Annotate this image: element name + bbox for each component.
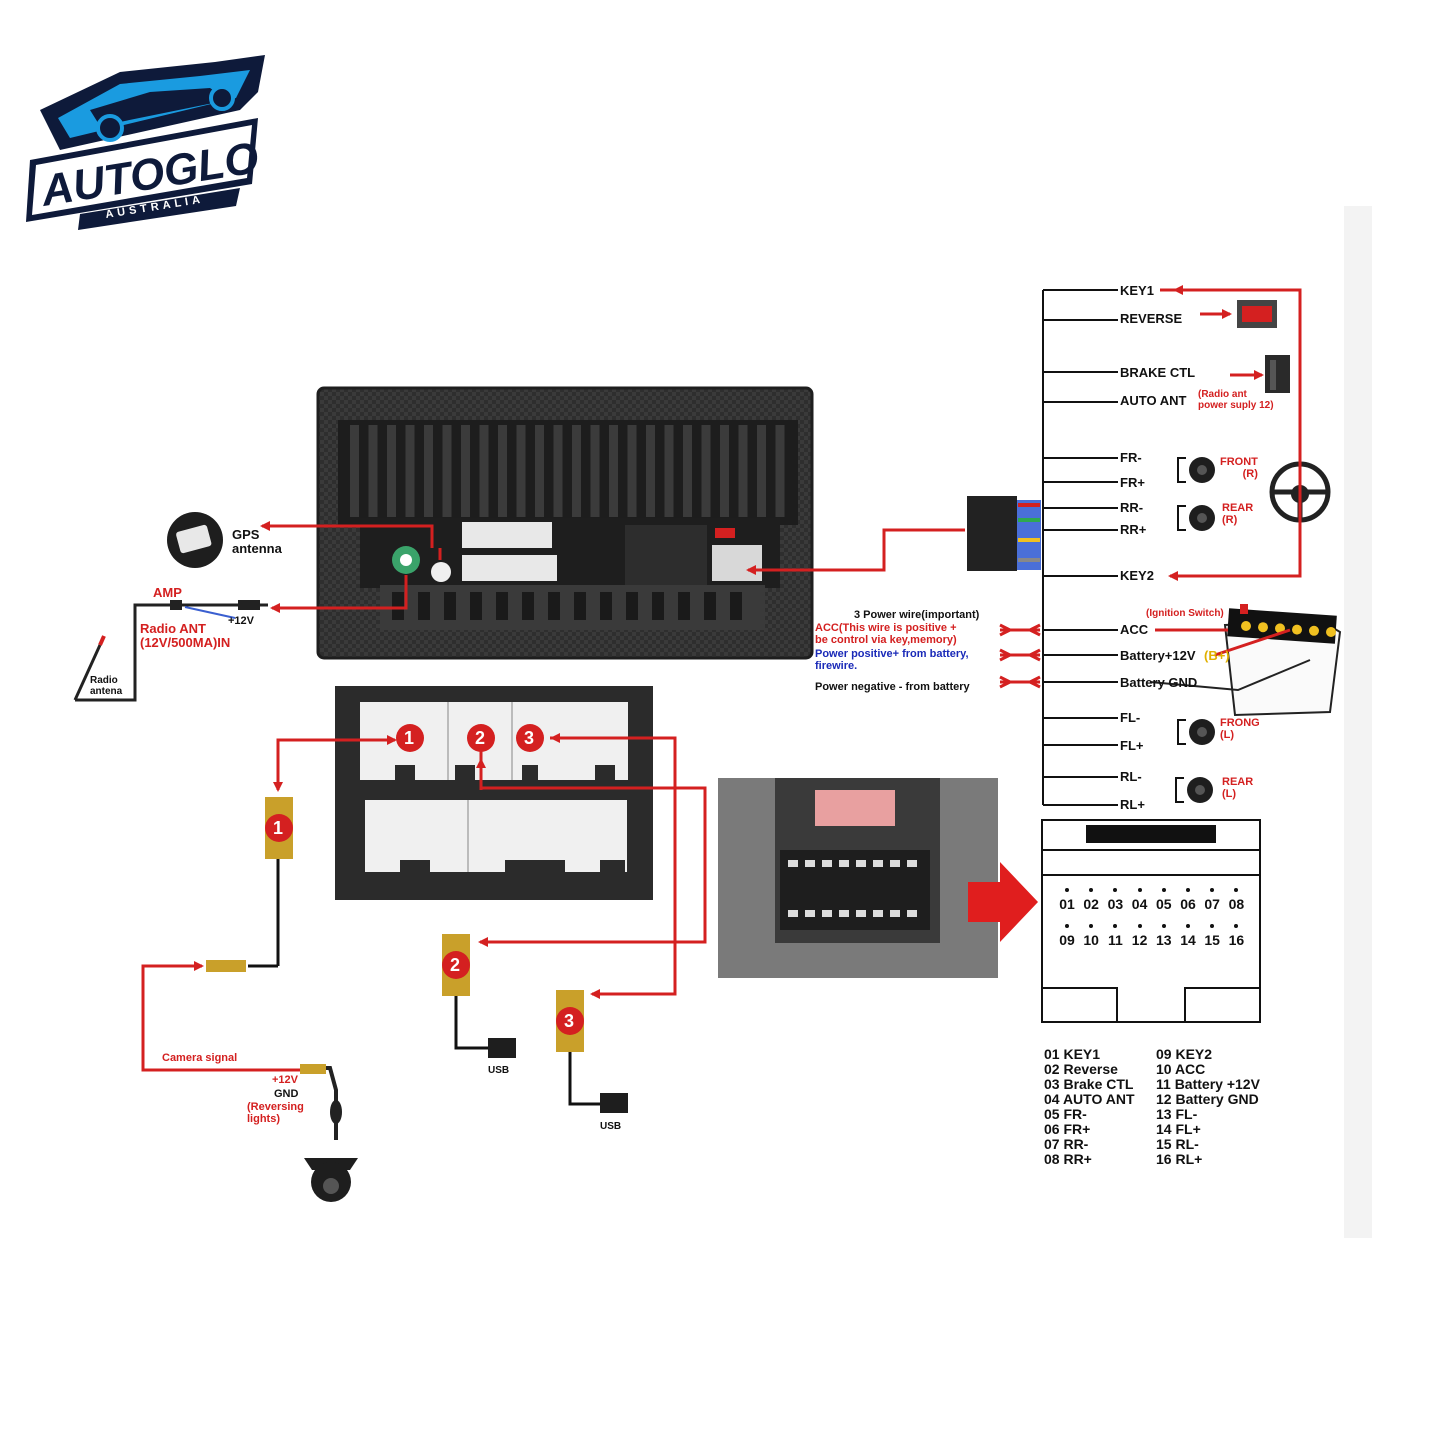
- legend-16: 16 RL+: [1156, 1151, 1203, 1167]
- negative-note: Power negative - from battery: [815, 681, 970, 693]
- wire-fl-minus: FL-: [1120, 710, 1141, 725]
- badges: [265, 724, 584, 1035]
- red-routes-left: [260, 521, 442, 613]
- speaker-rear-r-label: REAR (R): [1222, 502, 1254, 526]
- pin-04: 04: [1129, 888, 1151, 912]
- speaker-front-r-label: FRONT (R): [1220, 456, 1258, 480]
- wire-rl-minus: RL-: [1120, 769, 1142, 784]
- pin-14: 14: [1177, 924, 1199, 948]
- amp-12v-label: +12V: [228, 615, 254, 627]
- badge-1-plug: 1: [273, 818, 284, 838]
- pin-12: 12: [1129, 924, 1151, 948]
- speaker-icons: [1175, 457, 1215, 803]
- speaker-front-l-label: FRONG (L): [1220, 717, 1260, 741]
- badge-3-top: 3: [524, 728, 535, 748]
- big-red-arrow: [968, 862, 1038, 942]
- auto-ant-note: (Radio ant power suply 12): [1198, 389, 1274, 411]
- ground-line: [1149, 659, 1311, 692]
- battery-icon: [1223, 604, 1342, 717]
- wire-fr-plus: FR+: [1120, 475, 1145, 490]
- badge-2-top: 2: [475, 728, 486, 748]
- wire-reverse: REVERSE: [1120, 311, 1183, 326]
- legend-right: 09 KEY2 10 ACC 11 Battery +12V 12 Batter…: [1156, 1047, 1260, 1167]
- legend-14: 14 FL+: [1156, 1121, 1201, 1137]
- wire-fl-plus: FL+: [1120, 738, 1144, 753]
- connector-panel: [335, 686, 653, 900]
- gps-antenna: [167, 512, 223, 568]
- legend-06: 06 FR+: [1044, 1121, 1091, 1137]
- red-routes-right: [746, 285, 1302, 689]
- wire-gnd: Battery GND: [1120, 675, 1198, 690]
- legend-08: 08 RR+: [1044, 1151, 1092, 1167]
- pin-11: 11: [1104, 924, 1126, 948]
- wire-battery-b: (B+): [1204, 648, 1230, 663]
- badge-3-plug: 3: [564, 1011, 575, 1031]
- pin-10: 10: [1080, 924, 1102, 948]
- positive-note: Power positive+ from battery, firewire.: [815, 648, 969, 672]
- power-title: 3 Power wire(important): [854, 609, 980, 621]
- connector-photo: [718, 778, 998, 978]
- legend-01: 01 KEY1: [1044, 1046, 1101, 1062]
- wire-key1: KEY1: [1120, 283, 1154, 298]
- legend-07: 07 RR-: [1044, 1136, 1089, 1152]
- wire-rr-plus: RR+: [1120, 522, 1147, 537]
- pin-07: 07: [1201, 888, 1223, 912]
- acc-note: ACC(This wire is positive + be control v…: [815, 622, 957, 646]
- usb-label-3: USB: [600, 1121, 622, 1132]
- pin-13: 13: [1153, 924, 1175, 948]
- camera-signal-label: Camera signal: [162, 1052, 238, 1064]
- wire-battery: Battery+12V: [1120, 648, 1196, 663]
- badge-2-plug: 2: [450, 955, 461, 975]
- badge-1-top: 1: [404, 728, 415, 748]
- wire-fr-minus: FR-: [1120, 450, 1142, 465]
- wire-auto-ant: AUTO ANT: [1120, 393, 1187, 408]
- speaker-rear-l-label: REAR (L): [1222, 776, 1254, 800]
- harness-connector: [967, 496, 1041, 571]
- legend-15: 15 RL-: [1156, 1136, 1199, 1152]
- brake-lever-icon: [1265, 355, 1290, 393]
- reversing-lights-label: (Reversing lights): [247, 1101, 304, 1125]
- pin-09: 09: [1056, 924, 1078, 948]
- legend-left: 01 KEY1 02 Reverse 03 Brake CTL 04 AUTO …: [1044, 1047, 1135, 1167]
- amp-cable: [73, 600, 268, 702]
- pin-05: 05: [1153, 888, 1175, 912]
- wire-acc: ACC: [1120, 622, 1149, 637]
- edge-strip: [1344, 206, 1372, 1238]
- legend-10: 10 ACC: [1156, 1061, 1206, 1077]
- pin-01: 01: [1056, 888, 1078, 912]
- legend-12: 12 Battery GND: [1156, 1091, 1259, 1107]
- pin-15: 15: [1201, 924, 1223, 948]
- legend-09: 09 KEY2: [1156, 1046, 1213, 1062]
- head-unit: [316, 386, 814, 660]
- pin-03: 03: [1104, 888, 1126, 912]
- legend-13: 13 FL-: [1156, 1106, 1198, 1122]
- camera-12v-label: +12V: [272, 1074, 298, 1086]
- ignition-label: (Ignition Switch): [1146, 608, 1224, 619]
- gps-antenna-label: GPS antenna: [232, 527, 282, 556]
- pin-06: 06: [1177, 888, 1199, 912]
- legend-02: 02 Reverse: [1044, 1061, 1118, 1077]
- autoglo-logo: AUTOGLO AUSTRALIA: [26, 55, 265, 230]
- legend-11: 11 Battery +12V: [1156, 1076, 1260, 1092]
- wire-tree: [1042, 289, 1118, 806]
- legend-04: 04 AUTO ANT: [1044, 1091, 1135, 1107]
- wire-rl-plus: RL+: [1120, 797, 1145, 812]
- wire-key2: KEY2: [1120, 568, 1154, 583]
- wire-rr-minus: RR-: [1120, 500, 1144, 515]
- amp-label: AMP: [153, 585, 182, 600]
- legend-03: 03 Brake CTL: [1044, 1076, 1134, 1092]
- radio-ant-label: Radio ANT (12V/500MA)IN: [140, 621, 231, 650]
- pin-16: 16: [1225, 924, 1247, 948]
- camera-gnd-label: GND: [274, 1088, 299, 1100]
- pin-02: 02: [1080, 888, 1102, 912]
- connector-1-chain: [141, 735, 397, 1202]
- pin-08: 08: [1225, 888, 1247, 912]
- pin-connector-diagram: [1041, 819, 1261, 1023]
- reverse-camera-icon: [1237, 300, 1277, 328]
- wire-brake: BRAKE CTL: [1120, 365, 1196, 380]
- legend-05: 05 FR-: [1044, 1106, 1087, 1122]
- radio-antenna-label: Radio antena: [90, 675, 123, 697]
- usb-label-2: USB: [488, 1065, 510, 1076]
